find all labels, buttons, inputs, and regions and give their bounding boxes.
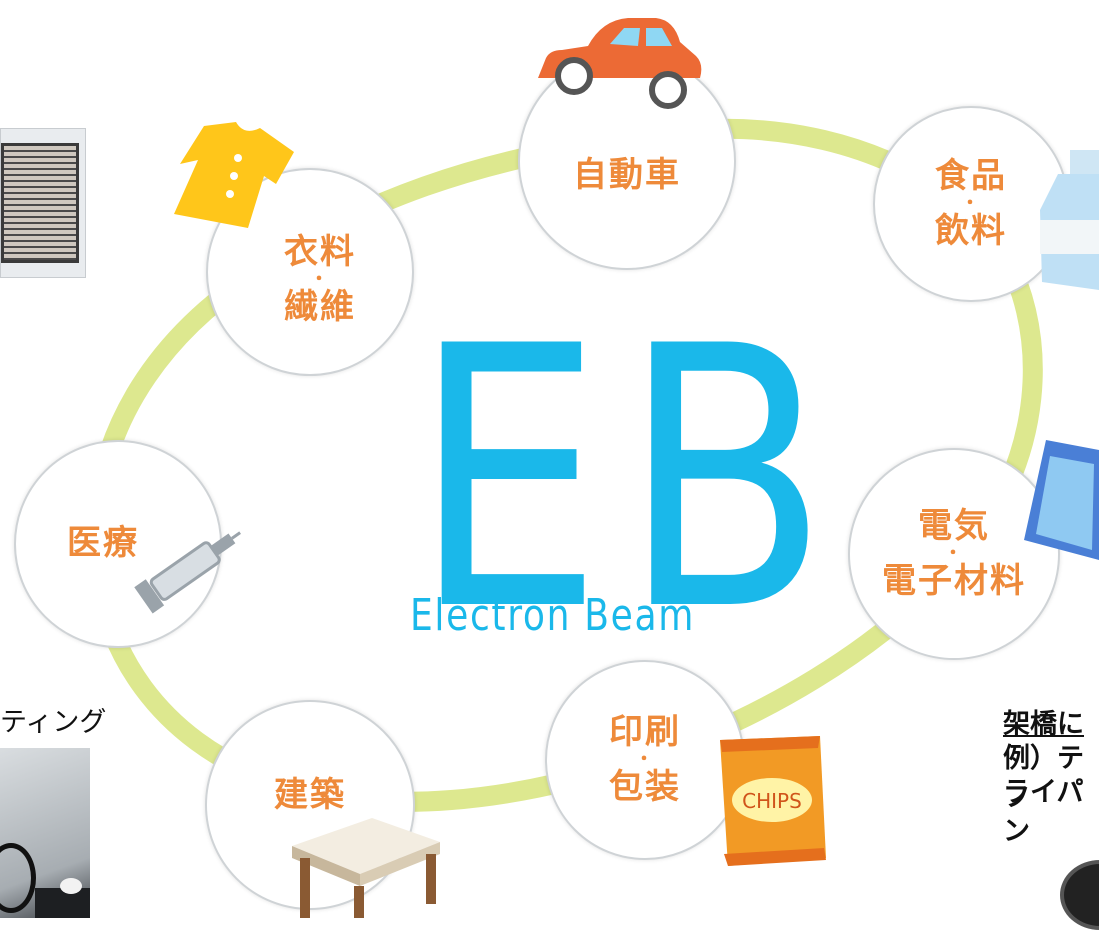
filter-photo — [0, 128, 86, 278]
shirt-icon — [174, 122, 294, 228]
phone-icon — [1024, 440, 1099, 560]
node-insatsu: 印刷 ・ 包装 — [545, 660, 745, 860]
node-separator: ・ — [944, 542, 964, 564]
node-jidousha: 自動車 — [518, 52, 736, 270]
node-label: 建築 — [274, 775, 346, 816]
node-separator: ・ — [635, 748, 655, 770]
node-label: 衣料 — [284, 231, 356, 272]
node-label: 包装 — [609, 767, 681, 808]
svg-text:CHIPS: CHIPS — [742, 789, 802, 813]
left-caption: ティング — [0, 707, 107, 738]
node-label: 電子材料 — [882, 561, 1026, 602]
syringe-icon — [134, 531, 241, 614]
node-label: 飲料 — [935, 211, 1007, 252]
node-shokuhin: 食品 ・ 飲料 — [873, 106, 1069, 302]
chips-bag-icon: CHIPS — [720, 736, 826, 866]
cloth-photo — [0, 748, 90, 918]
table-icon — [292, 818, 440, 918]
node-label: 医療 — [67, 523, 139, 564]
bottle-icon — [1040, 150, 1099, 290]
car-icon — [538, 18, 702, 109]
node-separator: ・ — [310, 268, 330, 290]
right-caption-2: 例）テフ — [1003, 743, 1084, 813]
node-label: 自動車 — [573, 155, 681, 196]
right-caption-3: ライパン — [1003, 777, 1084, 847]
node-label: 繊維 — [284, 287, 356, 328]
eb-subtitle: Electron Beam — [410, 590, 695, 641]
node-label: 印刷 — [609, 711, 681, 752]
node-separator: ・ — [961, 192, 981, 214]
eb-title: EB — [412, 270, 848, 689]
node-iryou: 医療 — [14, 440, 222, 648]
node-label: 食品 — [935, 155, 1007, 196]
node-label: 電気 — [918, 505, 990, 546]
node-denki: 電気 ・ 電子材料 — [848, 448, 1060, 660]
right-caption-1: 架橋に — [1003, 709, 1084, 740]
